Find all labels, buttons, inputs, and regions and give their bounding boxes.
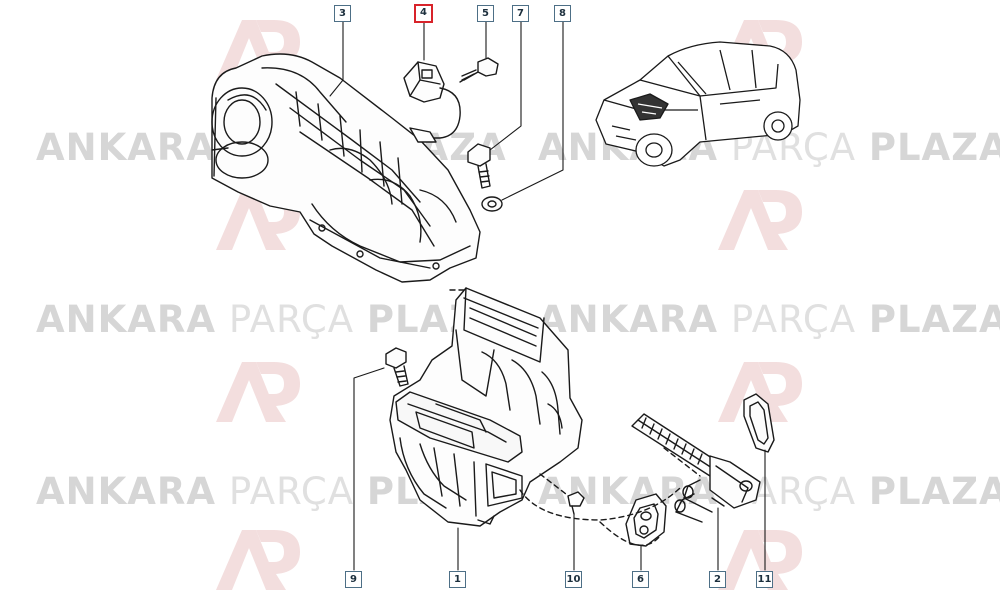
- callout-2[interactable]: 2: [709, 571, 726, 588]
- blower-resistor-part[interactable]: [403, 61, 461, 143]
- seal-ring-part: [743, 393, 775, 453]
- washer-part: [481, 196, 503, 212]
- callout-8[interactable]: 8: [554, 5, 571, 22]
- assembly-path: [449, 289, 701, 546]
- screw-part: [459, 57, 499, 83]
- callout-1[interactable]: 1: [449, 571, 466, 588]
- callout-7[interactable]: 7: [512, 5, 529, 22]
- screw-part-9: [385, 347, 409, 387]
- heater-housing-part: [389, 287, 583, 527]
- callout-5[interactable]: 5: [477, 5, 494, 22]
- heater-matrix-part: [631, 413, 761, 523]
- leader-lines: [329, 19, 766, 571]
- blower-housing-part: [211, 53, 481, 283]
- callout-9[interactable]: 9: [345, 571, 362, 588]
- gasket-part: [625, 493, 667, 547]
- clip-part: [567, 491, 585, 515]
- callout-3[interactable]: 3: [334, 5, 351, 22]
- callout-6[interactable]: 6: [632, 571, 649, 588]
- callout-11[interactable]: 11: [756, 571, 773, 588]
- hatchback-car-icon: [595, 41, 801, 167]
- callout-10[interactable]: 10: [565, 571, 582, 588]
- bolt-part: [467, 143, 491, 189]
- callout-4-selected[interactable]: 4: [414, 4, 433, 23]
